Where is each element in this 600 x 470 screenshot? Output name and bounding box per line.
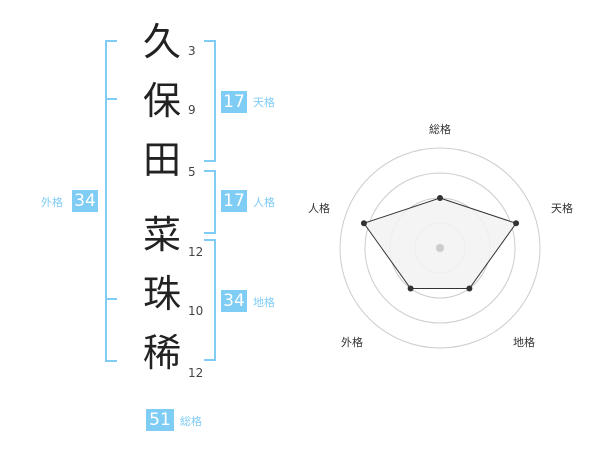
name-char-6: 稀 <box>142 331 181 375</box>
tenkaku-value-badge: 17 <box>221 91 247 113</box>
radar-axis-label-gaikaku: 外格 <box>341 335 363 349</box>
name-char-5: 珠 <box>142 272 181 316</box>
radar-ring-3 <box>364 172 516 324</box>
stroke-count-1: 3 <box>188 44 196 58</box>
name-char-2: 保 <box>142 79 181 123</box>
radar-center-dot <box>436 244 444 252</box>
jinkaku-label: 人格 <box>253 196 275 209</box>
chikaku-bracket <box>204 239 216 361</box>
name-char-3: 田 <box>142 138 181 182</box>
radar-point-2 <box>513 220 520 227</box>
tenkaku-label: 天格 <box>253 96 275 109</box>
chikaku-value-badge: 34 <box>221 290 247 312</box>
radar-ring-4 <box>339 147 541 349</box>
radar-axis-label-jinkaku: 人格 <box>308 201 330 215</box>
soukaku-value-badge: 51 <box>146 409 174 431</box>
radar-point-4 <box>407 285 414 292</box>
stroke-count-6: 12 <box>188 366 204 380</box>
tenkaku-bracket <box>204 40 216 162</box>
gaikaku-bracket-tick-bottom <box>105 298 117 300</box>
radar-point-5 <box>360 220 367 227</box>
radar-axis-label-tenkaku: 天格 <box>551 201 573 215</box>
gaikaku-bracket <box>105 40 117 362</box>
radar-points <box>360 195 520 292</box>
soukaku-label: 総格 <box>180 415 202 428</box>
radar-point-3 <box>466 285 473 292</box>
stroke-count-5: 10 <box>188 304 204 318</box>
stroke-count-3: 5 <box>188 165 196 179</box>
name-char-1: 久 <box>142 20 181 64</box>
stroke-count-2: 9 <box>188 103 196 117</box>
radar-axis-label-soukaku: 総格 <box>429 122 451 136</box>
jinkaku-bracket <box>204 170 216 234</box>
gaikaku-bracket-tick-top <box>105 98 117 100</box>
jinkaku-value-badge: 17 <box>221 190 247 212</box>
radar-point-1 <box>437 195 443 201</box>
radar-axis-label-chikaku: 地格 <box>513 335 535 349</box>
name-char-4: 菜 <box>142 213 181 257</box>
gaikaku-value-badge: 34 <box>72 190 98 212</box>
stroke-count-4: 12 <box>188 245 204 259</box>
chikaku-label: 地格 <box>253 296 275 309</box>
gaikaku-label: 外格 <box>41 196 63 209</box>
radar-polygon <box>363 197 517 289</box>
